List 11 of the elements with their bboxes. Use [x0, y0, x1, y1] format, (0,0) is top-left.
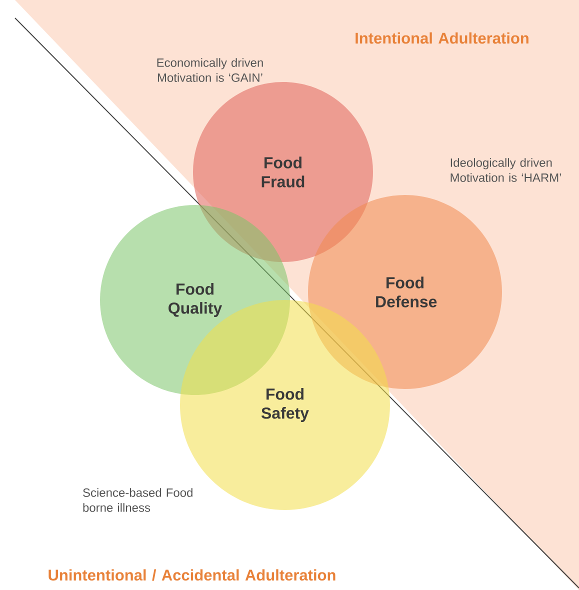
circle [308, 195, 502, 389]
circle [193, 82, 373, 262]
note-text: Science-based Food borne illness [83, 488, 192, 512]
circle-label: Food Defense [376, 276, 437, 308]
note-text: Economically driven Motivation is ‘GAIN’ [157, 58, 263, 82]
heading: Intentional Adulteration [356, 32, 528, 44]
heading: Unintentional / Accidental Adulteration [48, 569, 336, 581]
circle-label: Food Fraud [262, 156, 304, 188]
note-text: Ideologically driven Motivation is ‘HARM’ [450, 158, 562, 182]
circle-label: Food Safety [261, 388, 309, 422]
circle-label: Food Quality [168, 283, 222, 317]
